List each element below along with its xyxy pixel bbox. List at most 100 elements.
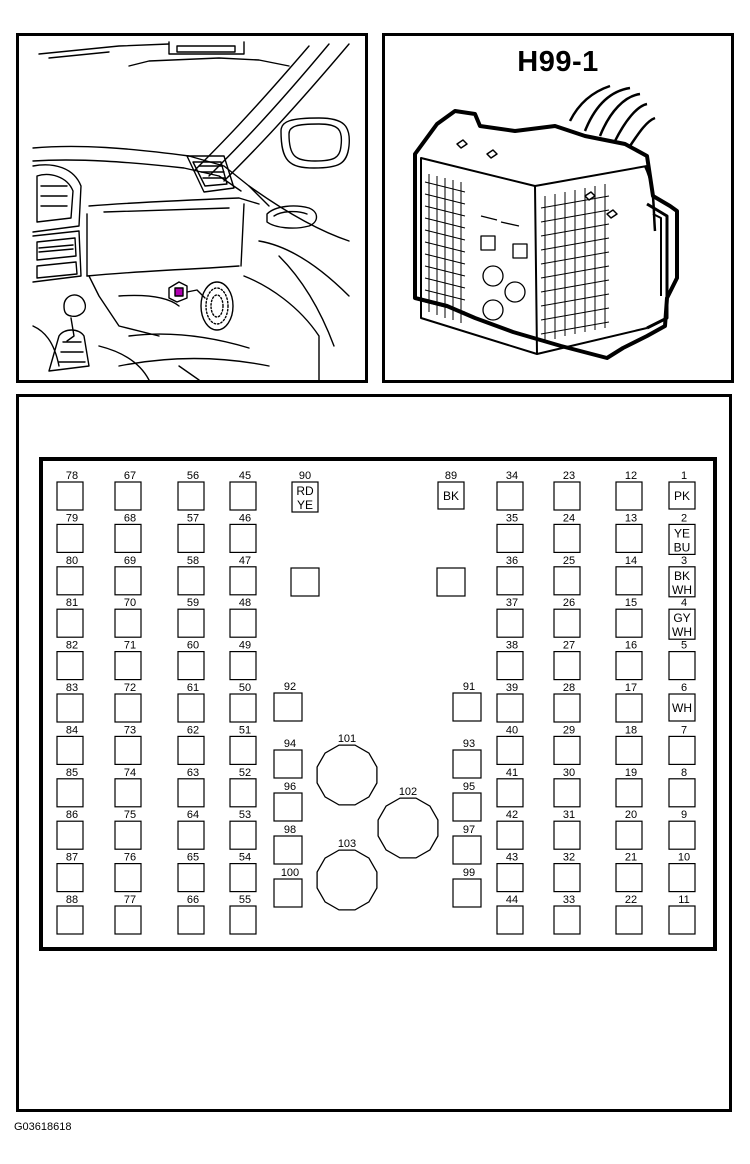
pin-63-number: 63: [187, 767, 199, 779]
pin-29-cavity: [553, 735, 581, 765]
pin-16-number: 16: [625, 640, 637, 652]
pin-39-number: 39: [506, 682, 518, 694]
pin-70: 70: [114, 597, 142, 638]
pin-46-cavity: [229, 523, 257, 554]
pin-100-number: 100: [281, 867, 299, 879]
pin-41-number: 41: [506, 767, 518, 779]
pin-93: 93: [452, 738, 482, 779]
pin-44: 44: [496, 894, 524, 935]
pin-46-number: 46: [239, 512, 251, 524]
pin-40-cavity: [496, 735, 524, 765]
pin-96-cavity: [273, 792, 303, 822]
pin-28-cavity: [553, 693, 581, 723]
pin-53: 53: [229, 809, 257, 850]
pin-50-number: 50: [239, 682, 251, 694]
pin-99: 99: [452, 867, 482, 908]
pin-89-number: 89: [445, 470, 457, 482]
pin-87: 87: [56, 852, 84, 893]
pin-17: 17: [615, 682, 643, 723]
pin-93-cavity: [452, 749, 482, 779]
pin-30-number: 30: [563, 767, 575, 779]
pin-55-cavity: [229, 905, 257, 935]
pin-2-wire-color-1: YE: [674, 526, 690, 540]
pin-51: 51: [229, 724, 257, 765]
pin-52: 52: [229, 767, 257, 808]
pin-24-cavity: [553, 523, 581, 554]
pin-71: 71: [114, 640, 142, 681]
pin-24-number: 24: [563, 512, 575, 524]
pin-2-cavity: [668, 523, 696, 556]
pin-92-cavity: [273, 692, 303, 722]
pin-62-number: 62: [187, 724, 199, 736]
pin-11: 11: [668, 894, 696, 935]
pin-12-cavity: [615, 481, 643, 511]
pin-26: 26: [553, 597, 581, 638]
pin-95-number: 95: [463, 781, 475, 793]
pin-89-wire-color: BK: [443, 489, 459, 503]
pin-81: 81: [56, 597, 84, 638]
pin-54: 54: [229, 852, 257, 893]
pin-100-cavity: [273, 878, 303, 908]
pin-61-number: 61: [187, 682, 199, 694]
pin-77-number: 77: [124, 894, 136, 906]
pin-29-number: 29: [563, 724, 575, 736]
pin-18-cavity: [615, 735, 643, 765]
pin-96-number: 96: [284, 781, 296, 793]
cavity-grid-right: [540, 184, 610, 342]
pin-65: 65: [177, 852, 205, 893]
pin-15-cavity: [615, 608, 643, 638]
pin-84-cavity: [56, 735, 84, 765]
dashboard-illustration: [32, 41, 351, 380]
pin-80-cavity: [56, 566, 84, 596]
connector-face-outline: [39, 457, 717, 951]
pin-77: 77: [114, 894, 142, 935]
pin-9-cavity: [668, 820, 696, 850]
pin-7-number: 7: [681, 724, 687, 736]
pin-90-number: 90: [299, 470, 311, 482]
pin-42-cavity: [496, 820, 524, 850]
pin-87-cavity: [56, 863, 84, 893]
pin-90-cavity: [291, 481, 319, 513]
pin-101-cavity: [316, 744, 378, 806]
pin-3-wire-color-2: WH: [672, 583, 692, 597]
pin-102-cavity: [377, 797, 439, 859]
pin-50: 50: [229, 682, 257, 723]
pin-56: 56: [177, 470, 205, 511]
pin-79: 79: [56, 512, 84, 554]
pin-48-cavity: [229, 608, 257, 638]
pin-26-cavity: [553, 608, 581, 638]
pin-10-number: 10: [678, 852, 690, 864]
pin-52-cavity: [229, 778, 257, 808]
cavity-grid-center: [480, 215, 528, 321]
pin-27-number: 27: [563, 640, 575, 652]
pin-51-cavity: [229, 735, 257, 765]
pin-19-number: 19: [625, 767, 637, 779]
pin-36: 36: [496, 555, 524, 596]
pin-48-number: 48: [239, 597, 251, 609]
pin-53-cavity: [229, 820, 257, 850]
pin-102: 102: [377, 786, 439, 859]
pin-73-cavity: [114, 735, 142, 765]
pin-49-number: 49: [239, 640, 251, 652]
connector-illustration: [413, 84, 679, 360]
pin-1-wire-color: PK: [674, 489, 690, 503]
pin-82-cavity: [56, 651, 84, 681]
pin-97-number: 97: [463, 824, 475, 836]
pin-2-number: 2: [681, 512, 687, 524]
pin-81-number: 81: [66, 597, 78, 609]
pin-40-number: 40: [506, 724, 518, 736]
pin-72-number: 72: [124, 682, 136, 694]
pin-19: 19: [615, 767, 643, 808]
pin-33-cavity: [553, 905, 581, 935]
pin-15: 15: [615, 597, 643, 638]
pin-66-cavity: [177, 905, 205, 935]
pin-39-cavity: [496, 693, 524, 723]
pin-32-number: 32: [563, 852, 575, 864]
pin-50-cavity: [229, 693, 257, 723]
pin-17-cavity: [615, 693, 643, 723]
pin-58-number: 58: [187, 555, 199, 567]
